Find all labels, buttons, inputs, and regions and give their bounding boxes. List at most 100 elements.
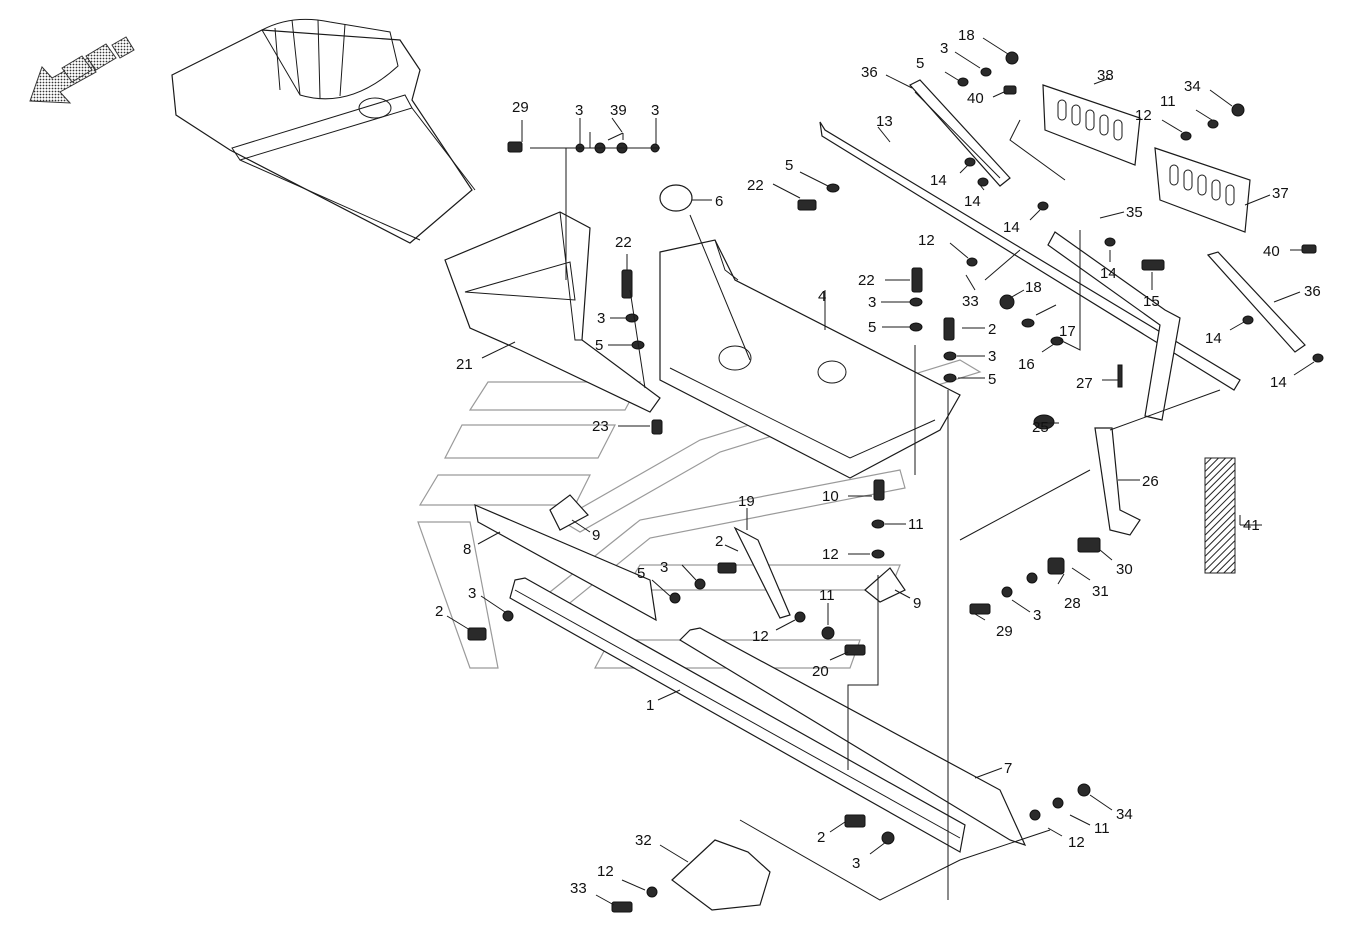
callout-16: 16	[1018, 356, 1035, 373]
callout-30: 30	[1116, 561, 1133, 578]
callout-35: 35	[1126, 204, 1143, 221]
callout-33: 33	[962, 293, 979, 310]
callout-8: 8	[463, 541, 471, 558]
callout-3: 3	[651, 102, 659, 119]
callout-4: 4	[818, 288, 826, 305]
callout-38: 38	[1097, 67, 1114, 84]
callout-14: 14	[1270, 374, 1287, 391]
callout-36: 36	[1304, 283, 1321, 300]
callout-12: 12	[1135, 107, 1152, 124]
callout-25: 25	[1032, 419, 1049, 436]
long-bar-1	[509, 577, 966, 853]
callout-36: 36	[861, 64, 878, 81]
bracket-36-upper	[909, 79, 1011, 187]
callout-32: 32	[635, 832, 652, 849]
callout-37: 37	[1272, 185, 1289, 202]
leader-lines	[530, 119, 1241, 901]
bracket-9-left	[549, 494, 589, 531]
callout-5: 5	[637, 565, 645, 582]
callout-22: 22	[858, 272, 875, 289]
callout-17: 17	[1059, 323, 1076, 340]
callout-9: 9	[913, 595, 921, 612]
callout-18: 18	[1025, 279, 1042, 296]
callout-21: 21	[456, 356, 473, 373]
callout-11: 11	[908, 516, 924, 533]
callout-3: 3	[597, 310, 605, 327]
rod-13	[819, 121, 1241, 391]
callout-39: 39	[610, 102, 627, 119]
callout-3: 3	[852, 855, 860, 872]
bracket-19	[733, 526, 791, 619]
side-shield-21	[444, 211, 661, 413]
callout-12: 12	[597, 863, 614, 880]
callout-14: 14	[1205, 330, 1222, 347]
callout-5: 5	[785, 157, 793, 174]
callout-20: 20	[812, 663, 829, 680]
callout-13: 13	[876, 113, 893, 130]
callout-19: 19	[738, 493, 755, 510]
callout-34: 34	[1184, 78, 1201, 95]
callout-14: 14	[930, 172, 947, 189]
strip-8	[474, 504, 657, 622]
callout-34: 34	[1116, 806, 1133, 823]
strip-7	[679, 627, 1027, 847]
bracket-9-right	[864, 567, 906, 603]
o-ring-6	[659, 184, 693, 212]
callout-41: 41	[1243, 517, 1260, 534]
callout-2: 2	[988, 321, 996, 338]
callout-9: 9	[592, 527, 600, 544]
callout-29: 29	[996, 623, 1013, 640]
bracket-36-right	[1206, 251, 1306, 353]
callout-labels: 1 2 2 2 2 3 3 3 3 3 3 3 3 3 3 4 5 5 5	[435, 27, 1321, 906]
callout-11: 11	[1094, 820, 1110, 837]
callout-14: 14	[1100, 265, 1117, 282]
reflector-hatched-icon	[1204, 457, 1236, 574]
bottom-pan-4	[659, 239, 961, 479]
callout-14: 14	[1003, 219, 1020, 236]
callout-18: 18	[958, 27, 975, 44]
callout-27: 27	[1076, 375, 1093, 392]
callout-3: 3	[468, 585, 476, 602]
slotted-plate-37	[1154, 147, 1251, 233]
callout-2: 2	[817, 829, 825, 846]
callout-28: 28	[1064, 595, 1081, 612]
callout-31: 31	[1092, 583, 1109, 600]
callout-22: 22	[747, 177, 764, 194]
callout-26: 26	[1142, 473, 1159, 490]
callout-40: 40	[967, 90, 984, 107]
callout-22: 22	[615, 234, 632, 251]
callout-10: 10	[822, 488, 839, 505]
callout-12: 12	[918, 232, 935, 249]
callout-7: 7	[1004, 760, 1012, 777]
handle-tube-26	[1047, 231, 1181, 536]
forward-direction-arrow-icon	[29, 36, 135, 104]
callout-5: 5	[868, 319, 876, 336]
callout-5: 5	[988, 371, 996, 388]
callout-6: 6	[715, 193, 723, 210]
callout-11: 11	[819, 587, 835, 604]
slotted-plate-38	[1042, 84, 1141, 166]
callout-3: 3	[575, 102, 583, 119]
callout-2: 2	[715, 533, 723, 550]
callout-11: 11	[1160, 93, 1176, 110]
callout-40: 40	[1263, 243, 1280, 260]
callout-3: 3	[940, 40, 948, 57]
callout-14: 14	[964, 193, 981, 210]
callout-33: 33	[570, 880, 587, 897]
callout-23: 23	[592, 418, 609, 435]
callout-3: 3	[868, 294, 876, 311]
drum-housing-context	[171, 18, 476, 244]
callout-5: 5	[916, 55, 924, 72]
callout-3: 3	[1033, 607, 1041, 624]
callout-15: 15	[1143, 293, 1160, 310]
callout-12: 12	[822, 546, 839, 563]
callout-29: 29	[512, 99, 529, 116]
callout-12: 12	[1068, 834, 1085, 851]
hardware-fasteners	[467, 51, 1324, 913]
callout-3: 3	[988, 348, 996, 365]
guard-32	[671, 839, 771, 911]
callout-3: 3	[660, 559, 668, 576]
callout-5: 5	[595, 337, 603, 354]
